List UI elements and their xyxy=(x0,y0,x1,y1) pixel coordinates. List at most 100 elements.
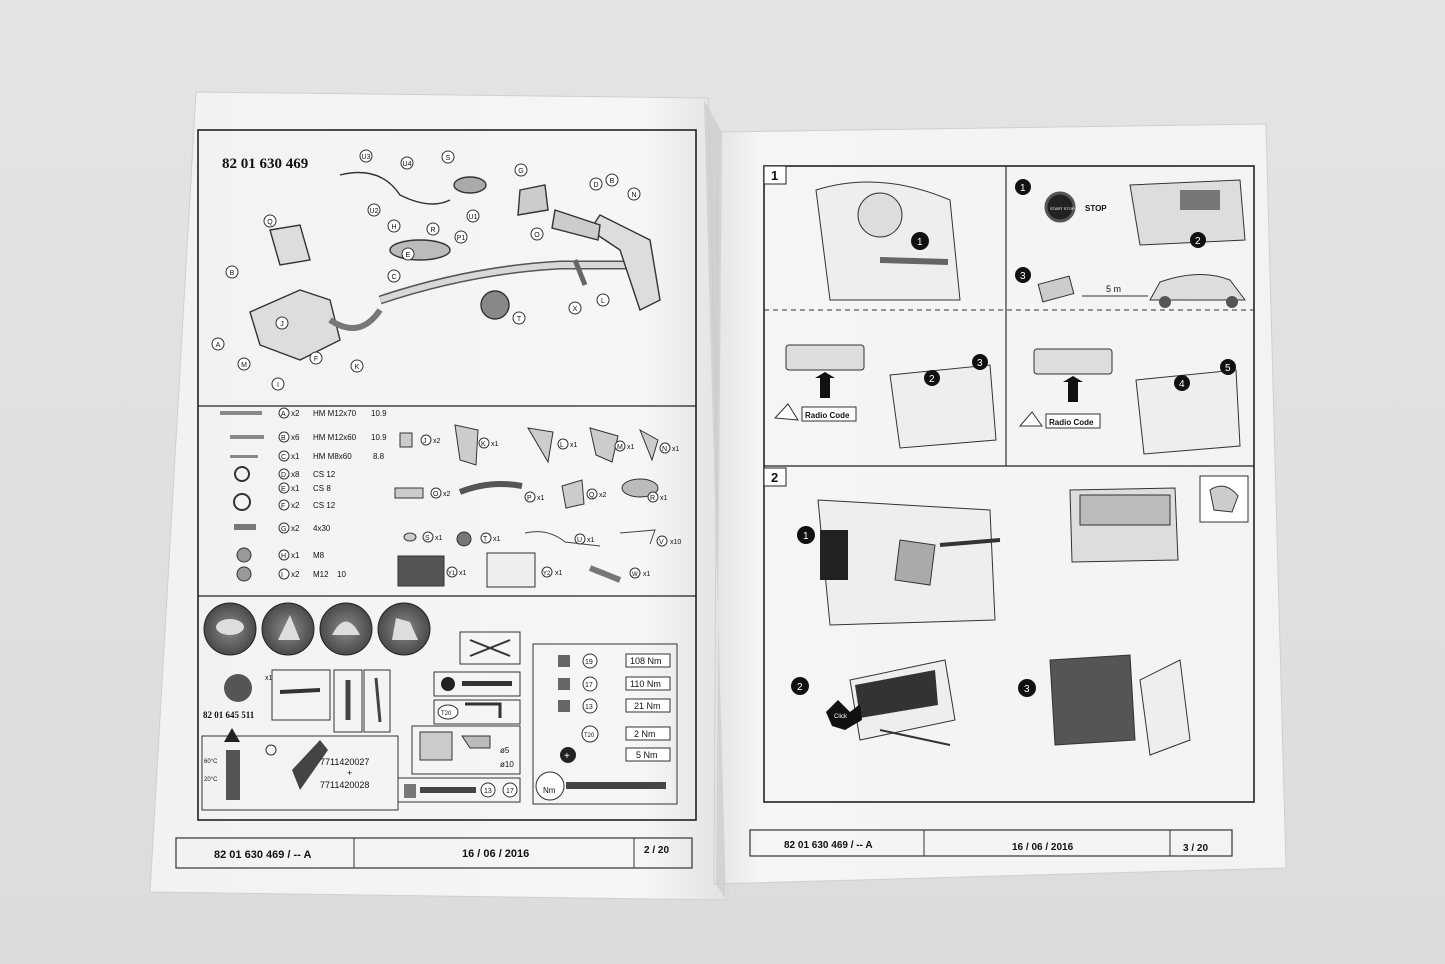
svg-text:HM M8x60: HM M8x60 xyxy=(313,452,352,461)
svg-text:5: 5 xyxy=(1225,363,1231,374)
spine-shadow xyxy=(704,100,726,900)
car-rear-view xyxy=(1069,475,1249,563)
drill-icon xyxy=(461,735,491,749)
callout-R: R xyxy=(426,222,440,236)
svg-text:2: 2 xyxy=(797,682,803,693)
screwdriver-icon xyxy=(462,681,512,686)
right-footer-reference: 82 01 630 469 / -- A xyxy=(784,840,873,851)
left-page-footer: 82 01 630 469 / -- A 16 / 06 / 2016 2 / … xyxy=(175,837,693,869)
svg-text:8.8: 8.8 xyxy=(373,452,385,461)
svg-text:P1: P1 xyxy=(457,235,466,242)
svg-text:x2: x2 xyxy=(433,438,441,445)
callout-H: H xyxy=(387,219,401,233)
phillips-icon xyxy=(560,747,576,763)
svg-text:x1: x1 xyxy=(435,535,443,542)
svg-text:R: R xyxy=(430,227,435,234)
parts-row-A: A x2 HM M12x70 10.9 xyxy=(220,407,387,419)
electrical-kit: x1 82 01 645 511 xyxy=(203,674,273,720)
car-side-icon xyxy=(1149,273,1246,301)
svg-text:19: 19 xyxy=(585,659,593,666)
svg-text:4: 4 xyxy=(1179,379,1185,390)
svg-text:x2: x2 xyxy=(291,501,300,510)
svg-text:HM M12x70: HM M12x70 xyxy=(313,409,357,418)
screwdriver-box xyxy=(433,671,521,697)
svg-text:X: X xyxy=(573,306,578,313)
svg-text:1: 1 xyxy=(917,237,923,248)
svg-text:F: F xyxy=(281,503,285,510)
svg-text:3: 3 xyxy=(1020,271,1026,282)
callout-E: E xyxy=(401,247,415,261)
callout-C: C xyxy=(387,269,401,283)
jigsaw-icon xyxy=(419,731,453,761)
svg-text:7711420027: 7711420027 xyxy=(320,757,369,767)
step-1-badge: 1 xyxy=(911,232,929,250)
svg-text:4x30: 4x30 xyxy=(313,524,331,533)
click-burst xyxy=(826,700,862,730)
callout-B: B xyxy=(605,173,619,187)
walk-away-step: 3 5 m xyxy=(1015,267,1246,308)
svg-text:I: I xyxy=(277,382,279,389)
callout-I: I xyxy=(271,377,285,391)
svg-text:x1: x1 xyxy=(493,536,501,543)
svg-text:L: L xyxy=(601,298,605,305)
svg-text:x2: x2 xyxy=(599,492,607,499)
svg-text:C: C xyxy=(281,454,286,461)
exploded-tow-bar-diagram xyxy=(249,171,661,361)
thermometer-icon xyxy=(226,750,240,800)
stop-label: STOP xyxy=(1085,204,1107,213)
svg-text:17: 17 xyxy=(506,788,514,795)
svg-text:10.9: 10.9 xyxy=(371,409,387,418)
left-page-frame xyxy=(197,129,697,821)
left-footer-date: 16 / 06 / 2016 xyxy=(462,848,529,860)
svg-text:CS 12: CS 12 xyxy=(313,470,336,479)
parts-row-D: D x8 CS 12 xyxy=(234,466,336,482)
parts-row-C: C x1 HM M8x60 8.8 xyxy=(230,450,385,462)
scissors-icon xyxy=(469,639,511,657)
callout-P1: P1 xyxy=(454,230,468,244)
scissors-box xyxy=(459,631,521,665)
svg-text:J: J xyxy=(280,321,284,328)
svg-text:H: H xyxy=(391,224,396,231)
svg-text:N: N xyxy=(662,446,667,453)
svg-text:N: N xyxy=(631,192,636,199)
torque-gauge-icon xyxy=(535,771,565,801)
callout-U2: U2 xyxy=(367,203,381,217)
svg-text:Y1: Y1 xyxy=(448,571,456,577)
svg-text:F: F xyxy=(314,356,318,363)
start-stop-panel: 1 START STOP STOP 2 xyxy=(1015,179,1246,248)
callout-F: F xyxy=(309,351,323,365)
svg-text:x1: x1 xyxy=(291,551,300,560)
svg-text:R: R xyxy=(650,495,655,502)
svg-text:G: G xyxy=(518,168,523,175)
svg-text:13: 13 xyxy=(484,788,492,795)
svg-text:M: M xyxy=(617,444,623,451)
section-1-number: 1 xyxy=(771,168,778,183)
svg-text:T: T xyxy=(517,316,522,323)
parts-list: A x2 HM M12x70 10.9 B x6 HM M12x60 10.9 … xyxy=(220,407,387,582)
scraper-tool-box xyxy=(333,669,363,733)
tools-section: x1 82 01 645 511 60°C 20°C 7711420027 + … xyxy=(201,631,678,811)
svg-text:5 Nm: 5 Nm xyxy=(636,750,658,760)
svg-text:7711420028: 7711420028 xyxy=(320,780,369,790)
parts-row-G: G x2 4x30 xyxy=(234,522,331,534)
adhesive-box: 60°C 20°C 7711420027 + 7711420028 xyxy=(201,728,399,811)
callout-U1: U1 xyxy=(466,209,480,223)
left-footer-page: 2 / 20 xyxy=(644,845,669,856)
svg-text:S: S xyxy=(425,535,430,542)
svg-text:x1: x1 xyxy=(627,444,635,451)
radio-code-left: Radio Code xyxy=(773,344,865,422)
svg-text:20°C: 20°C xyxy=(204,777,218,783)
svg-text:x1: x1 xyxy=(570,442,578,449)
right-page-footer: 82 01 630 469 / -- A 16 / 06 / 2016 3 / … xyxy=(749,829,1233,857)
sun-icon xyxy=(265,744,277,756)
callout-X: X xyxy=(568,301,582,315)
svg-text:CS 8: CS 8 xyxy=(313,484,331,493)
svg-text:10: 10 xyxy=(337,570,346,579)
svg-text:K: K xyxy=(481,441,486,448)
